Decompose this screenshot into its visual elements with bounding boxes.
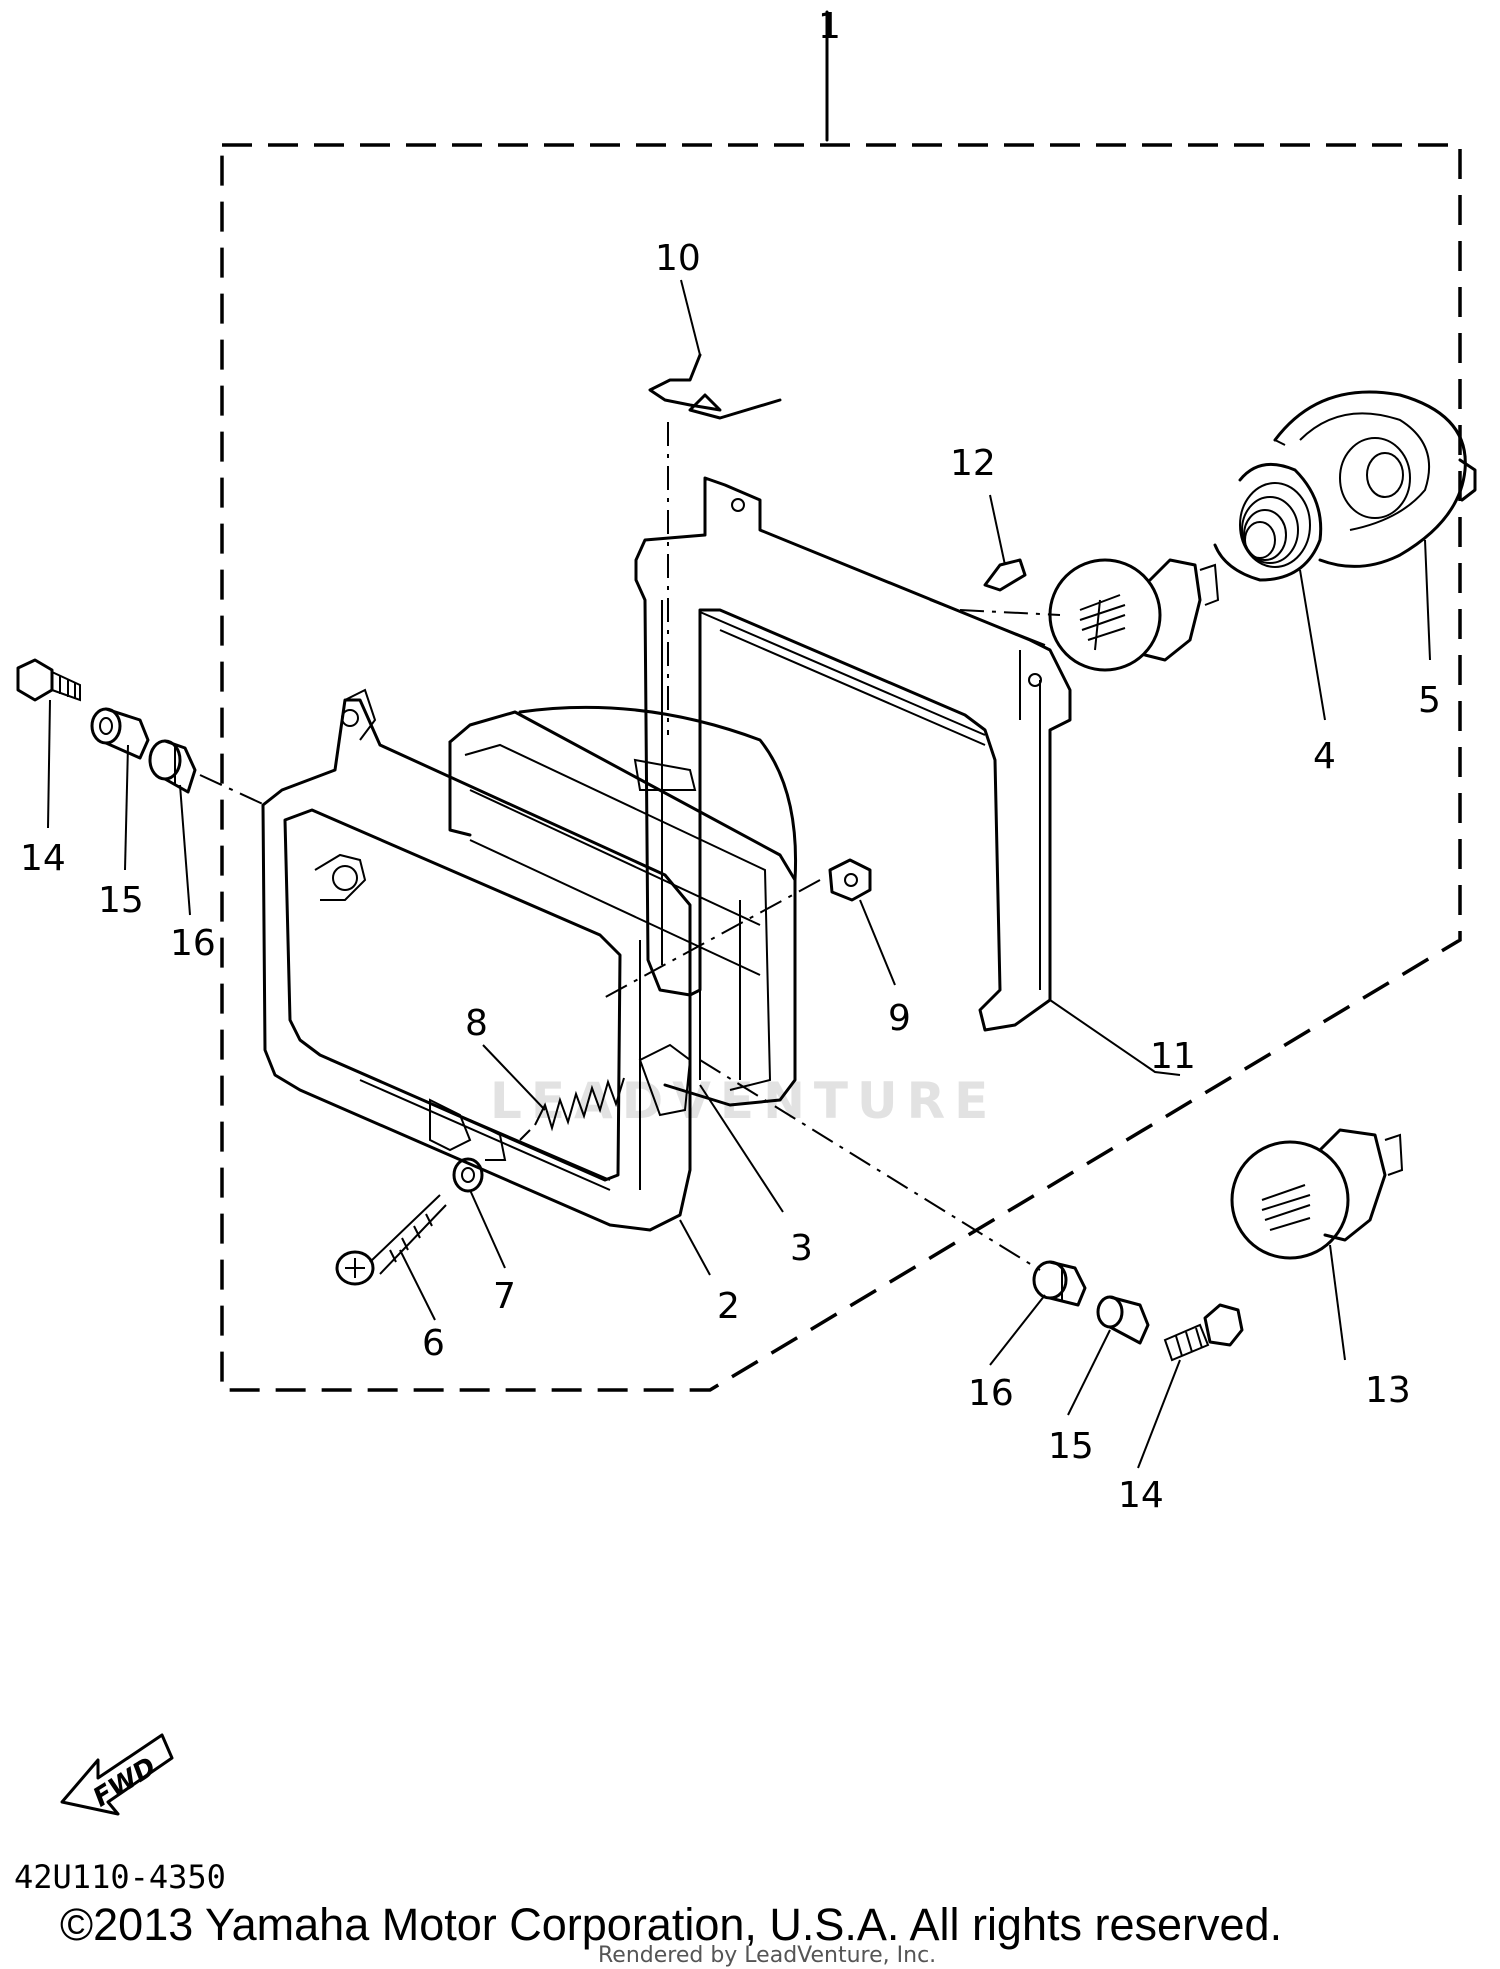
- collar-15-left: [90, 707, 150, 760]
- callout-16-right: 16: [968, 1373, 1014, 1414]
- watermark-text: LEADVENTURE: [490, 1072, 997, 1130]
- bolt-14-left: [16, 658, 81, 702]
- callout-14-right: 14: [1118, 1475, 1164, 1516]
- retaining-clip-12: [983, 558, 1027, 592]
- wire-clip: [648, 353, 782, 420]
- spare-bulb: [1230, 1128, 1404, 1260]
- callout-9: 9: [888, 998, 911, 1039]
- headlight-rim: [261, 688, 692, 1232]
- nut-9: [828, 858, 872, 902]
- adjusting-screw: [335, 1194, 447, 1286]
- callout-15-left: 15: [98, 880, 144, 921]
- bolt-14-right: [1163, 1303, 1244, 1362]
- rendered-by-credit: Rendered by LeadVenture, Inc.: [598, 1943, 936, 1968]
- callout-8: 8: [465, 1003, 488, 1044]
- callout-16-left: 16: [170, 923, 216, 964]
- callout-13: 13: [1365, 1370, 1411, 1411]
- callout-14-left: 14: [20, 838, 66, 879]
- callout-12: 12: [950, 443, 996, 484]
- drawing-code: 42U110-4350: [14, 1858, 226, 1896]
- assembly-boundary: [220, 10, 1462, 1392]
- leader-lines: [47, 279, 1431, 1469]
- callout-11: 11: [1150, 1036, 1196, 1077]
- forward-arrow-icon: FWD: [60, 1733, 174, 1816]
- bulb-socket: [1213, 462, 1323, 582]
- washer-7: [452, 1157, 484, 1193]
- headlight-bulb: [1048, 558, 1220, 672]
- assembly-callout-1: 1: [818, 6, 841, 47]
- adjusting-spring: [519, 1077, 625, 1141]
- callout-10: 10: [655, 238, 701, 279]
- copyright-notice: ©2013 Yamaha Motor Corporation, U.S.A. A…: [60, 1899, 1282, 1950]
- callout-7: 7: [493, 1276, 516, 1317]
- callout-2: 2: [717, 1286, 740, 1327]
- grommet-16-left: [148, 739, 197, 794]
- callout-5: 5: [1418, 680, 1441, 721]
- callout-6: 6: [422, 1323, 445, 1364]
- headlight-lens-unit: [448, 705, 798, 1117]
- headlight-housing: [634, 476, 1072, 1032]
- callout-4: 4: [1313, 736, 1336, 777]
- socket-cover: [1273, 390, 1477, 568]
- callout-3: 3: [790, 1228, 813, 1269]
- alignment-lines: [199, 422, 1061, 1271]
- callout-15-right: 15: [1048, 1426, 1094, 1467]
- grommet-16-right: [1032, 1260, 1087, 1307]
- collar-15-right: [1096, 1295, 1150, 1345]
